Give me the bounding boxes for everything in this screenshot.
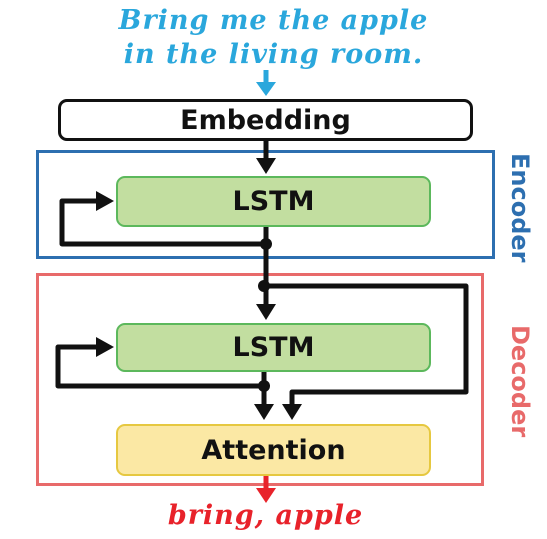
output-words: bring, apple: [167, 500, 364, 531]
attention-label: Attention: [201, 434, 346, 466]
input-sentence-line-1: Bring me the apple: [118, 5, 429, 36]
encoder-lstm-label: LSTM: [232, 186, 315, 217]
embedding-to-lstm-arrow: [256, 141, 276, 174]
embedding-label: Embedding: [180, 104, 351, 136]
encoder-label: Encoder: [506, 153, 534, 263]
input-arrow: [256, 70, 276, 96]
attention-box: Attention: [116, 424, 431, 476]
lstm-to-attention-arrow: [254, 386, 274, 420]
decoder-recurrent-loop: [55, 337, 270, 392]
encoder-lstm-box: LSTM: [116, 176, 431, 227]
decoder-lstm-label: LSTM: [232, 332, 315, 363]
output-arrow: [256, 476, 276, 503]
input-sentence-line-2: in the living room.: [123, 39, 424, 70]
decoder-label: Decoder: [506, 325, 534, 438]
encoder-to-decoder-arrow: [256, 244, 276, 320]
decoder-lstm-box: LSTM: [116, 323, 431, 372]
decoder-region: [36, 273, 484, 486]
embedding-box: Embedding: [58, 99, 473, 141]
encoder-to-attention-skip: [264, 283, 469, 420]
encoder-recurrent-loop: [59, 191, 272, 250]
